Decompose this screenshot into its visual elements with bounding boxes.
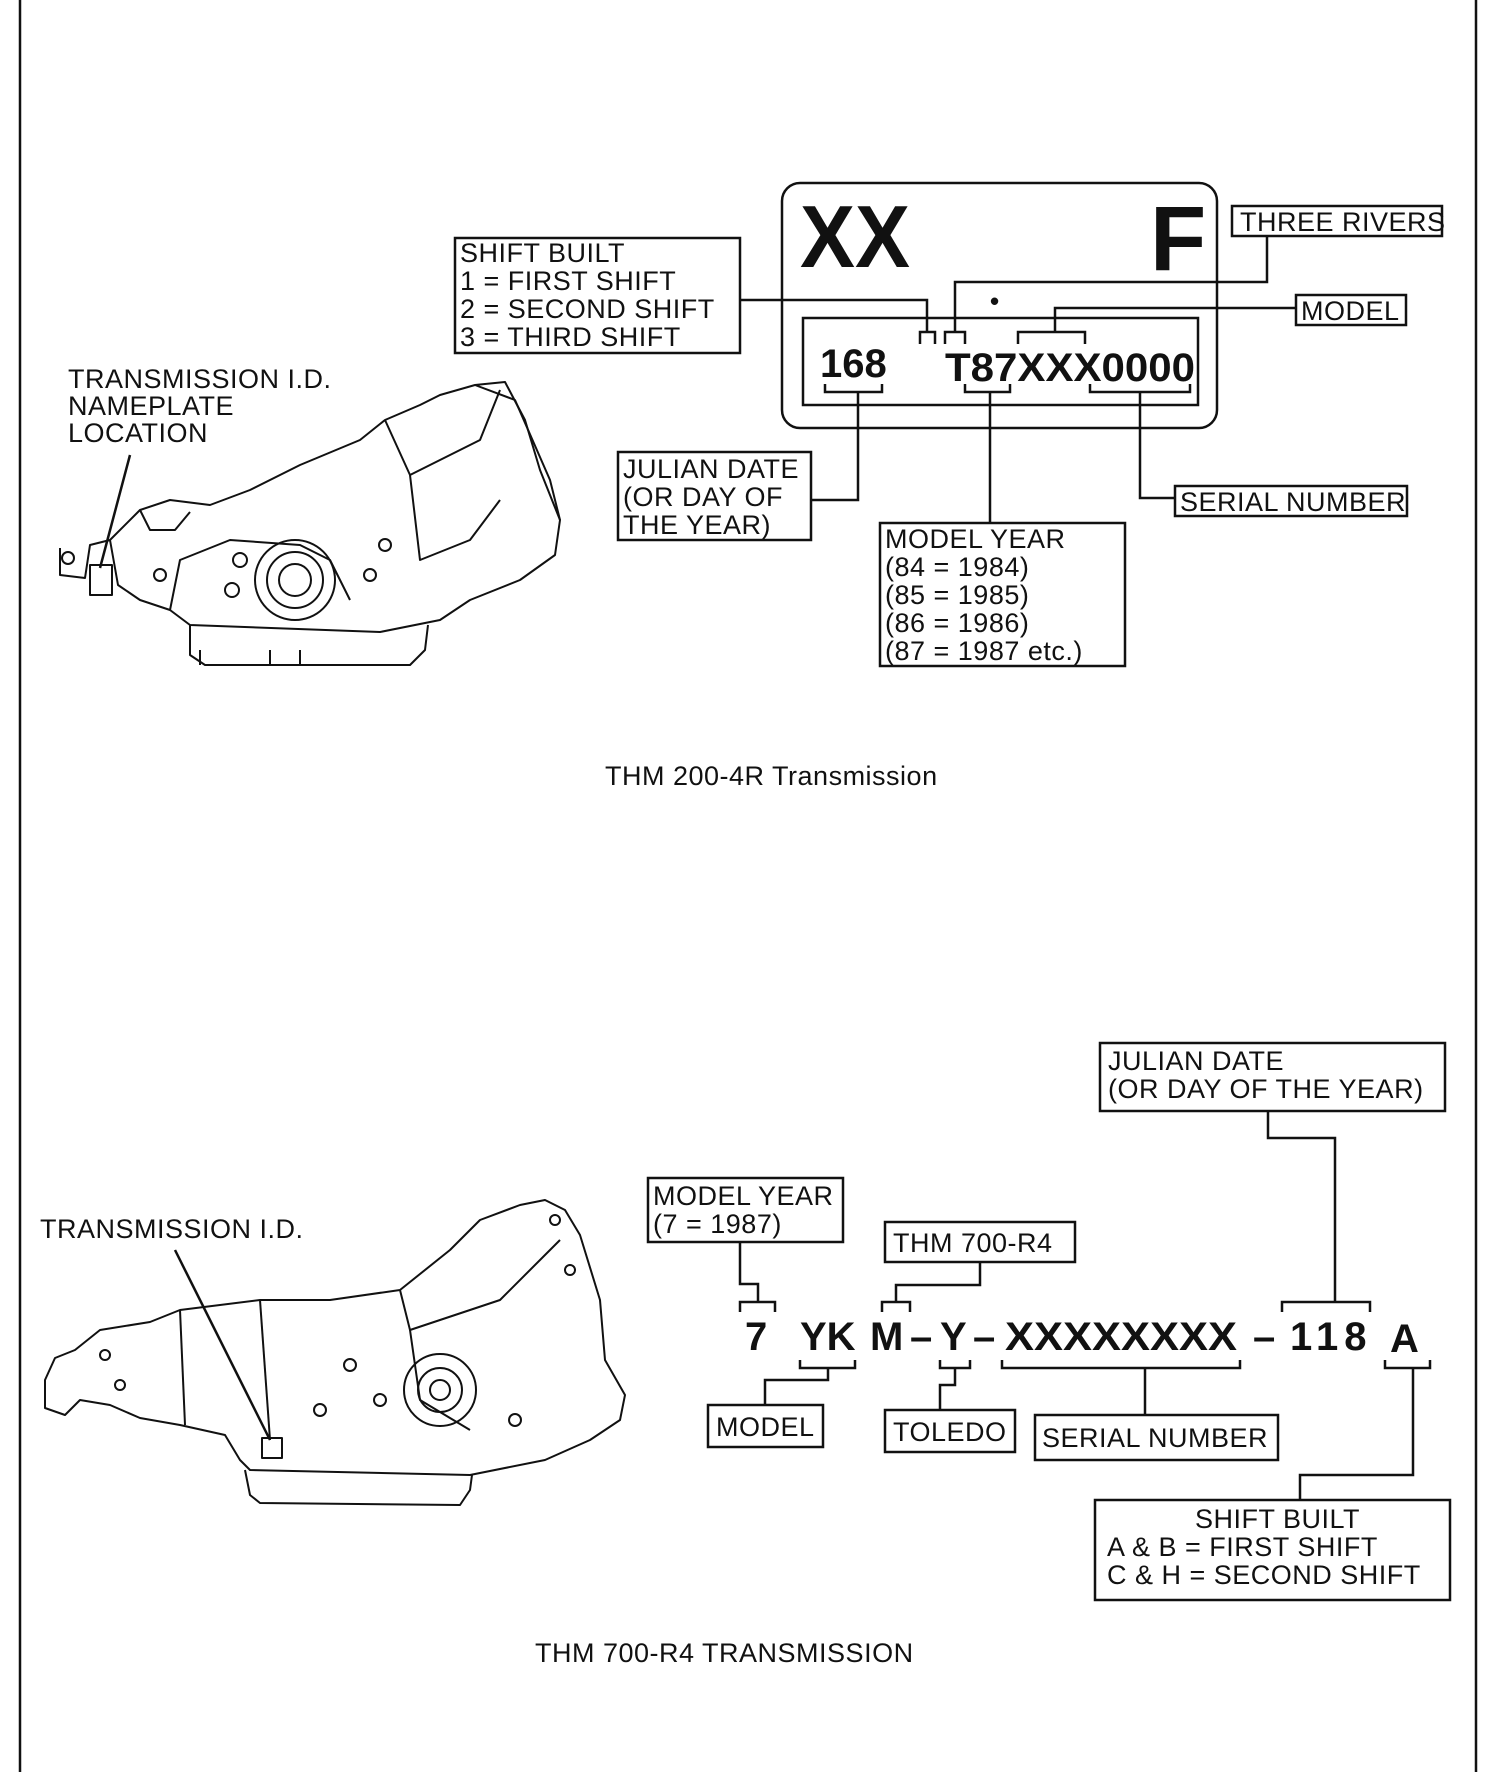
shift-built-700-leader bbox=[1298, 1368, 1415, 1500]
model-code-bracket bbox=[798, 1360, 857, 1370]
julian-date-box-700: JULIAN DATE (OR DAY OF THE YEAR) bbox=[1098, 1041, 1447, 1302]
nameplate-location-label: TRANSMISSION I.D. NAMEPLATE LOCATION bbox=[68, 364, 332, 569]
model-leader bbox=[1053, 306, 1296, 332]
three-rivers-box: THREE RIVERS bbox=[953, 204, 1446, 332]
code-model: YK bbox=[800, 1315, 856, 1359]
model-year-700-line: (7 = 1987) bbox=[653, 1209, 782, 1239]
top-diagram: TRANSMISSION I.D. NAMEPLATE LOCATION XX … bbox=[59, 181, 1446, 791]
code-dash-3: – bbox=[1253, 1315, 1275, 1359]
thm-700-label: THM 700-R4 bbox=[893, 1228, 1053, 1258]
bottom-caption: THM 700-R4 TRANSMISSION bbox=[535, 1638, 914, 1668]
transmission-id-text: TRANSMISSION I.D. bbox=[40, 1214, 304, 1244]
bottom-diagram: TRANSMISSION I.D. 7 YK M – Y – XXXXXXXX … bbox=[40, 1041, 1452, 1668]
shift-code-bracket bbox=[1383, 1360, 1432, 1370]
id-nameplate: XX F • 168 T87XXX0000 bbox=[780, 181, 1219, 430]
julian-date-box: JULIAN DATE (OR DAY OF THE YEAR) bbox=[616, 392, 860, 542]
model-year-box: MODEL YEAR (84 = 1984) (85 = 1985) (86 =… bbox=[878, 392, 1127, 668]
julian-date-700-line-1: JULIAN DATE bbox=[1108, 1046, 1284, 1076]
model-box: MODEL bbox=[1053, 293, 1408, 332]
transmission-id-label: TRANSMISSION I.D. bbox=[40, 1214, 304, 1441]
model-year-title: MODEL YEAR bbox=[885, 524, 1066, 554]
toledo-label: TOLEDO bbox=[893, 1417, 1007, 1447]
serial-number-label: SERIAL NUMBER bbox=[1180, 487, 1406, 517]
code-dash-2: – bbox=[973, 1315, 995, 1359]
code-julian: 118 bbox=[1290, 1315, 1373, 1359]
model-year-700-leader bbox=[738, 1242, 760, 1302]
shift-built-line-2: 2 = SECOND SHIFT bbox=[460, 294, 715, 324]
thm-700-leader bbox=[894, 1262, 982, 1302]
shift-built-700-line-2: C & H = SECOND SHIFT bbox=[1107, 1560, 1421, 1590]
serial-code-bracket bbox=[1000, 1360, 1242, 1370]
model-year-box-700: MODEL YEAR (7 = 1987) bbox=[646, 1176, 845, 1302]
julian-date-leader bbox=[811, 392, 860, 502]
nameplate-location-line-3: LOCATION bbox=[68, 418, 208, 448]
nameplate-inner-frame bbox=[801, 316, 1200, 407]
julian-date-700-leader bbox=[1266, 1111, 1337, 1302]
plate-xx: XX bbox=[800, 187, 910, 286]
julian-bracket bbox=[823, 384, 884, 394]
code-toledo: Y bbox=[940, 1315, 967, 1359]
julian-date-700-line-2: (OR DAY OF THE YEAR) bbox=[1108, 1074, 1424, 1104]
model-year-line-4: (87 = 1987 etc.) bbox=[885, 636, 1083, 666]
serial-number-box: SERIAL NUMBER bbox=[1138, 392, 1409, 518]
julian-date-line-1: JULIAN DATE bbox=[623, 454, 799, 484]
shift-built-title: SHIFT BUILT bbox=[460, 238, 625, 268]
serial-number-leader bbox=[1138, 392, 1175, 500]
nameplate-pointer bbox=[98, 454, 132, 569]
model-label: MODEL bbox=[1301, 296, 1400, 326]
toledo-bracket bbox=[938, 1360, 972, 1370]
shift-built-700-line-1: A & B = FIRST SHIFT bbox=[1107, 1532, 1378, 1562]
plate-f: F bbox=[1150, 188, 1206, 290]
thm-bracket bbox=[880, 1300, 912, 1312]
shift-built-line-1: 1 = FIRST SHIFT bbox=[460, 266, 676, 296]
model-box-700: MODEL bbox=[706, 1368, 830, 1449]
year-bracket bbox=[963, 384, 1012, 394]
model-year-line-3: (86 = 1986) bbox=[885, 608, 1029, 638]
three-rivers-label: THREE RIVERS bbox=[1240, 207, 1446, 237]
top-caption: THM 200-4R Transmission bbox=[605, 761, 938, 791]
shift-built-700-title: SHIFT BUILT bbox=[1195, 1504, 1360, 1534]
nameplate-location-line-2: NAMEPLATE bbox=[68, 391, 234, 421]
shift-built-line-3: 3 = THIRD SHIFT bbox=[460, 322, 681, 352]
shift-built-leader bbox=[740, 298, 929, 332]
model-700-label: MODEL bbox=[716, 1412, 815, 1442]
code-thm: M bbox=[870, 1315, 903, 1359]
plate-code-julian: 168 bbox=[820, 342, 887, 386]
serial-number-box-700: SERIAL NUMBER bbox=[1033, 1368, 1280, 1462]
julian-date-line-2: (OR DAY OF bbox=[623, 482, 783, 512]
julian-date-line-3: THE YEAR) bbox=[623, 510, 771, 540]
model-year-line-1: (84 = 1984) bbox=[885, 552, 1029, 582]
julian-date-bracket bbox=[1280, 1300, 1372, 1312]
model-year-line-2: (85 = 1985) bbox=[885, 580, 1029, 610]
plate-code-main: T87XXX0000 bbox=[945, 346, 1195, 390]
shift-built-box: SHIFT BUILT 1 = FIRST SHIFT 2 = SECOND S… bbox=[453, 236, 929, 355]
three-rivers-leader bbox=[953, 236, 1269, 332]
transmission-id-pointer bbox=[173, 1249, 272, 1441]
model-year-700-title: MODEL YEAR bbox=[653, 1181, 834, 1211]
plate-dot: • bbox=[990, 286, 999, 316]
toledo-box: TOLEDO bbox=[883, 1368, 1017, 1454]
code-serial: XXXXXXXX bbox=[1005, 1315, 1237, 1359]
transmission-200-4r-illustration bbox=[59, 381, 561, 666]
model-700-leader bbox=[763, 1368, 830, 1405]
code-model-year: 7 bbox=[745, 1315, 767, 1359]
code-dash-1: – bbox=[910, 1315, 932, 1359]
nameplate-location-line-1: TRANSMISSION I.D. bbox=[68, 364, 332, 394]
id-code-line: 7 YK M – Y – XXXXXXXX – 118 A bbox=[738, 1300, 1432, 1370]
transmission-id-marker bbox=[261, 1437, 283, 1459]
thm-700-box: THM 700-R4 bbox=[883, 1220, 1077, 1302]
transmission-700-r4-illustration bbox=[44, 1199, 626, 1506]
model-bracket bbox=[1016, 330, 1087, 344]
toledo-leader bbox=[938, 1368, 957, 1410]
shift-built-box-700: SHIFT BUILT A & B = FIRST SHIFT C & H = … bbox=[1093, 1368, 1452, 1602]
model-year-bracket bbox=[738, 1300, 777, 1312]
serial-number-700-label: SERIAL NUMBER bbox=[1042, 1423, 1268, 1453]
code-shift: A bbox=[1390, 1317, 1419, 1361]
nameplate-location-marker bbox=[89, 564, 113, 596]
